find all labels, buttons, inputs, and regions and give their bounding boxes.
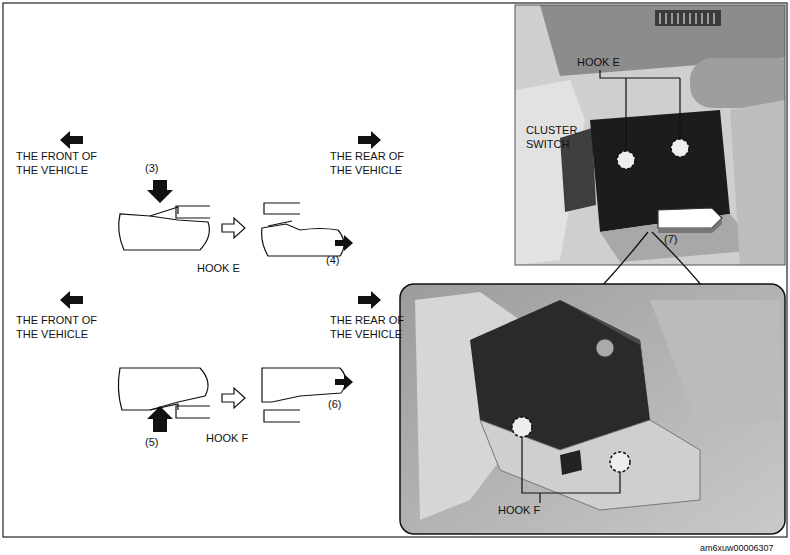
zoom-leader <box>602 232 702 286</box>
step-arrow <box>222 388 245 408</box>
step-arrow <box>222 218 245 238</box>
direction-arrow <box>358 131 381 149</box>
hook-marker <box>617 151 635 169</box>
hook-sketch <box>262 368 346 402</box>
detail-inset <box>400 284 785 534</box>
direction-label: THE REAR OF THE VEHICLE <box>330 314 426 342</box>
hook-marker <box>610 452 630 472</box>
removal-arrow <box>658 208 722 228</box>
photo-border <box>515 5 785 265</box>
cluster-switch <box>590 110 730 232</box>
direction-label: THE REAR OF THE VEHICLE <box>330 150 426 178</box>
part-name: CLUSTER SWITCH <box>526 124 588 152</box>
part-name: HOOK F <box>498 504 558 518</box>
leader-line <box>600 70 680 151</box>
slot <box>560 450 582 475</box>
part-name: HOOK F <box>206 432 266 446</box>
hook-tab <box>268 221 292 226</box>
callout-number: (7) <box>664 233 694 247</box>
removal-arrow-side <box>658 218 722 233</box>
press-arrow <box>147 180 173 203</box>
bracket-sketch <box>176 406 210 418</box>
bracket-sketch <box>264 410 300 422</box>
hook-marker <box>512 417 532 437</box>
callout-number: (4) <box>326 254 356 268</box>
screw-hole <box>596 339 614 357</box>
steering-column <box>690 58 785 108</box>
hook-tab <box>150 207 178 216</box>
hook-sketch <box>262 224 344 256</box>
callout-number: (5) <box>145 436 175 450</box>
direction-label: THE FRONT OF THE VEHICLE <box>16 150 112 178</box>
part-name: HOOK E <box>197 262 257 276</box>
direction-arrow <box>60 291 83 309</box>
bracket-sketch <box>264 203 300 214</box>
switch-side <box>560 300 650 420</box>
hook-marker <box>671 139 689 157</box>
direction-arrow <box>60 131 83 149</box>
image-code: am6xuw00006307 <box>700 543 788 554</box>
hook-tab <box>150 404 178 410</box>
photo-background <box>515 5 785 265</box>
bracket-sketch <box>176 206 210 218</box>
panel-part <box>650 300 780 430</box>
panel-surface <box>730 100 785 265</box>
vent <box>655 10 721 26</box>
vent-slats <box>660 13 714 24</box>
hook-sketch <box>119 214 210 250</box>
mount-plate <box>480 420 700 510</box>
callout-number: (3) <box>145 162 175 176</box>
direction-arrow <box>358 291 381 309</box>
dashboard-photo <box>515 5 785 265</box>
callout-number: (6) <box>328 398 358 412</box>
leader-line <box>522 437 620 503</box>
direction-label: THE FRONT OF THE VEHICLE <box>16 314 112 342</box>
hook-sketch <box>118 368 208 410</box>
frame-border <box>3 3 787 537</box>
part-name: HOOK E <box>577 56 637 70</box>
